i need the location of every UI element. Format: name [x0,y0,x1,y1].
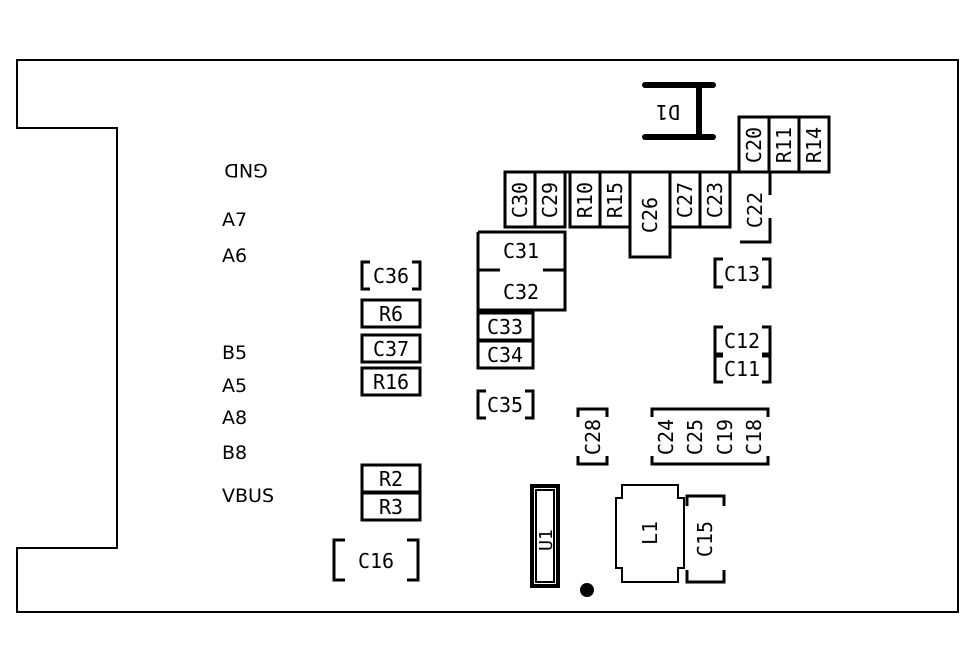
component-d1: D1 [642,82,716,140]
svg-text:R6: R6 [379,302,403,326]
component-r11: R11 [767,115,801,174]
svg-text:C11: C11 [724,357,760,381]
component-c32: C32 [476,270,567,312]
svg-text:C19: C19 [713,419,737,455]
component-c16: C16 [332,538,420,582]
svg-text:C30: C30 [508,182,532,218]
svg-text:C26: C26 [638,197,662,233]
pin-label-a5: A5 [222,375,247,397]
component-r16: R16 [360,366,422,397]
pin-label-a7: A7 [222,209,247,231]
svg-text:U1: U1 [536,529,557,551]
svg-text:D1: D1 [656,100,680,124]
svg-text:C23: C23 [703,182,727,218]
component-c29: C29 [533,170,567,229]
svg-text:C27: C27 [673,182,697,218]
svg-text:C33: C33 [487,315,523,339]
component-r6: R6 [360,298,422,329]
component-c18: C18 [740,407,770,466]
svg-text:C22: C22 [743,192,767,228]
svg-text:R15: R15 [603,182,627,218]
component-l1: L1 [615,484,685,583]
svg-text:C31: C31 [503,239,539,263]
svg-text:R14: R14 [802,127,826,163]
svg-text:C32: C32 [503,280,539,304]
component-r2: R2 [360,463,422,494]
component-c12: C12 [713,325,772,356]
component-u1: U1 [530,484,560,588]
component-c20: C20 [737,115,771,174]
svg-text:R16: R16 [373,370,409,394]
pin-label-a8: A8 [222,407,247,429]
pin-label-b5: B5 [222,342,247,364]
board-outline [16,59,959,613]
component-r14: R14 [797,115,831,174]
svg-text:C28: C28 [581,419,605,455]
svg-text:C16: C16 [358,549,394,573]
component-c37: C37 [360,333,422,364]
component-c23: C23 [698,170,732,229]
svg-text:C34: C34 [487,343,523,367]
svg-text:C24: C24 [654,419,678,455]
pin-label-vbus: VBUS [222,485,274,507]
svg-text:R2: R2 [379,467,403,491]
svg-text:R3: R3 [379,495,403,519]
svg-text:R10: R10 [573,182,597,218]
svg-text:C36: C36 [373,264,409,288]
component-c26: C26 [628,170,672,259]
pin1-marker [580,583,594,597]
component-r3: R3 [360,491,422,522]
pin-label-b8: B8 [222,442,247,464]
pin-label-gnd: GND [224,159,268,181]
svg-text:C12: C12 [724,329,760,353]
svg-text:C29: C29 [538,182,562,218]
svg-text:C15: C15 [693,521,717,557]
svg-text:C37: C37 [373,337,409,361]
component-c31: C31 [476,230,567,272]
svg-text:C35: C35 [487,393,523,417]
svg-text:R11: R11 [772,127,796,163]
svg-text:C25: C25 [683,419,707,455]
component-c36: C36 [360,260,422,291]
component-r10: R10 [568,170,602,229]
component-r15: R15 [598,170,632,229]
component-c33: C33 [476,311,535,342]
pin-label-a6: A6 [222,245,247,267]
svg-text:C20: C20 [742,127,766,163]
component-c22: C22 [740,170,772,244]
component-c15: C15 [685,494,726,584]
component-c27: C27 [668,170,702,229]
component-c25: C25 [680,407,710,466]
component-c24: C24 [650,407,680,466]
svg-text:C18: C18 [742,419,766,455]
component-c13: C13 [713,257,772,289]
component-c30: C30 [503,170,537,229]
component-c28: C28 [576,407,609,466]
component-c11: C11 [713,354,772,384]
component-c35: C35 [476,389,535,420]
svg-text:C13: C13 [724,262,760,286]
svg-text:L1: L1 [638,521,662,545]
component-c34: C34 [476,339,535,370]
component-c19: C19 [710,407,740,466]
